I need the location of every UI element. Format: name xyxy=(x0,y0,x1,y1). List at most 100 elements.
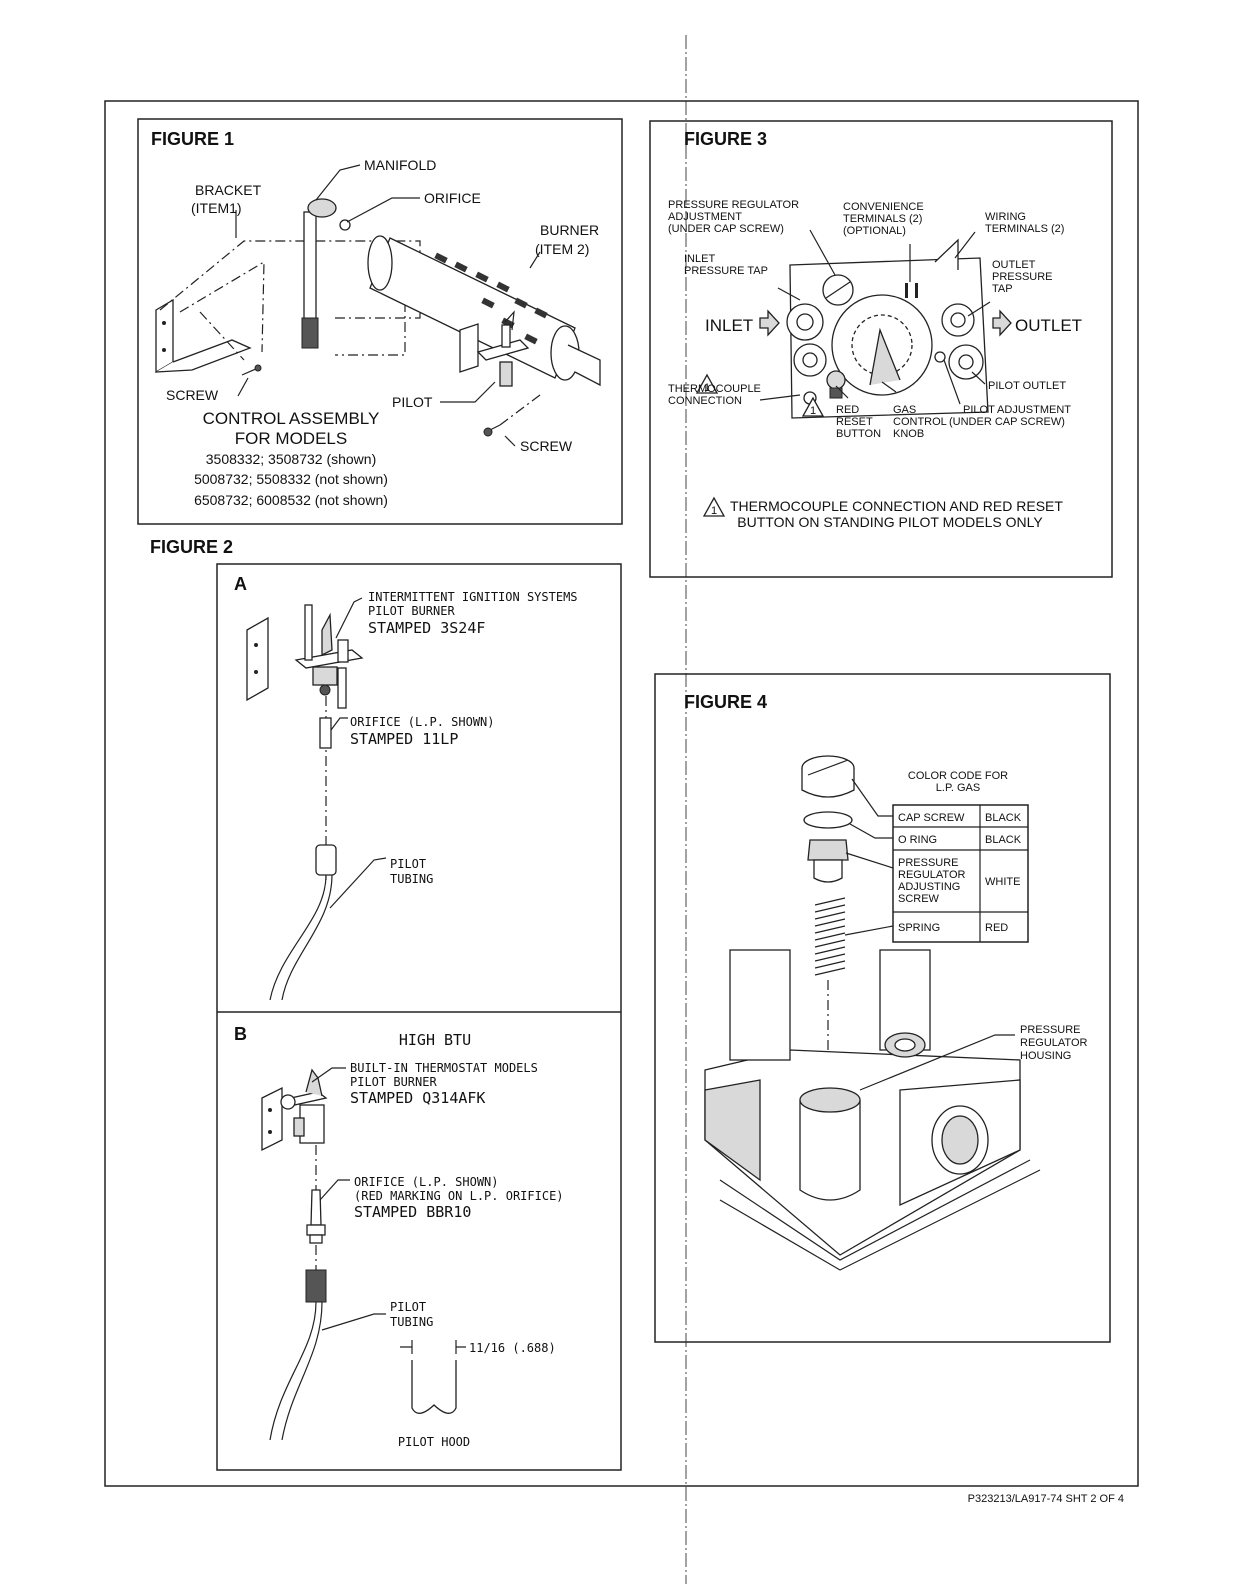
pilot-hood-drawing xyxy=(400,1340,466,1414)
pilot-label: PILOT xyxy=(392,394,433,410)
inlet-label: INLET xyxy=(705,316,753,335)
bracket-label: BRACKET xyxy=(195,182,262,198)
outlet-label: OUTLET xyxy=(1015,316,1082,335)
table-row: O RING BLACK xyxy=(898,834,1022,846)
figure-1-frame xyxy=(137,118,623,525)
pilot-burner-b-label: BUILT-IN THERMOSTAT MODELS xyxy=(350,1061,538,1075)
table-title: COLOR CODE FOR xyxy=(908,770,1008,782)
figure-1-caption: CONTROL ASSEMBLY FOR MODELS 3508332; 350… xyxy=(194,409,388,508)
pilot-burner-a-drawing xyxy=(246,604,364,709)
pilot-burner-b-drawing xyxy=(261,1068,328,1152)
svg-text:1: 1 xyxy=(711,505,717,517)
caption-line: 5008732; 5508332 (not shown) xyxy=(194,471,388,487)
sheet-frame xyxy=(104,100,1139,1487)
tubing-b-label: TUBING xyxy=(390,1315,433,1329)
regulator-parts-drawing xyxy=(801,755,855,976)
bracket-item-label: (ITEM1) xyxy=(191,200,242,216)
figure-2-frame xyxy=(216,563,622,1471)
table-cell-part: CAP SCREW xyxy=(898,812,965,824)
orifice-a-label: ORIFICE (L.P. SHOWN) xyxy=(350,715,495,729)
pressure-regulator-label: ADJUSTMENT xyxy=(668,211,742,223)
table-cell-color: BLACK xyxy=(985,812,1022,824)
burner-item-label: (ITEM 2) xyxy=(535,241,589,257)
tubing-a-label: TUBING xyxy=(390,872,433,886)
panel-b: B HIGH BTU xyxy=(234,1024,564,1449)
pilot-burner-a-label: PILOT BURNER xyxy=(368,604,455,618)
pilot-drawing xyxy=(459,310,530,387)
gas-control-label: KNOB xyxy=(893,428,924,440)
note-triangle-icon: 1 xyxy=(702,496,726,517)
table-cell-part: O RING xyxy=(898,834,937,846)
outlet-tap-label: OUTLET xyxy=(992,259,1036,271)
pilot-outlet-label: PILOT OUTLET xyxy=(988,380,1066,392)
note-triangle-icon: 1 xyxy=(695,373,719,394)
figure-4: FIGURE 4 xyxy=(654,673,1111,1343)
housing-label: HOUSING xyxy=(1020,1050,1071,1062)
pressure-regulator-label: (UNDER CAP SCREW) xyxy=(668,223,784,235)
burner-label: BURNER xyxy=(540,222,599,238)
caption-line: 6508732; 6008532 (not shown) xyxy=(194,492,388,508)
table-cell-part: SPRING xyxy=(898,922,940,934)
orifice-b-stamp: STAMPED BBR10 xyxy=(354,1203,471,1221)
figure-3-frame xyxy=(649,120,1113,578)
outlet-tap-label: TAP xyxy=(992,283,1013,295)
panel-b-heading: HIGH BTU xyxy=(399,1031,471,1049)
tubing-b-drawing xyxy=(269,1269,327,1441)
housing-label: REGULATOR xyxy=(1020,1037,1087,1049)
thermocouple-label: THERMOCOUPLE xyxy=(668,383,761,395)
panel-b-letter: B xyxy=(234,1024,247,1044)
pilot-burner-a-stamp: STAMPED 3S24F xyxy=(368,619,485,637)
table-cell-part: SCREW xyxy=(898,893,940,905)
color-code-table: COLOR CODE FOR L.P. GAS CAP SCREW BLACK … xyxy=(892,770,1029,943)
tubing-b-label: PILOT xyxy=(390,1300,426,1314)
inlet-arrow xyxy=(759,309,780,337)
wiring-terminals-label: WIRING xyxy=(985,211,1026,223)
orifice-b-label: ORIFICE (L.P. SHOWN) xyxy=(354,1175,499,1189)
figure-1: FIGURE 1 xyxy=(137,118,623,525)
tubing-a-label: PILOT xyxy=(390,857,426,871)
caption-line: FOR MODELS xyxy=(235,429,347,448)
screw-right-label: SCREW xyxy=(520,438,573,454)
caption-line: CONTROL ASSEMBLY xyxy=(203,409,380,428)
valve-body-drawing xyxy=(704,949,1041,1271)
orifice-a-drawing xyxy=(319,717,332,749)
orifice-b-label: (RED MARKING ON L.P. ORIFICE) xyxy=(354,1189,564,1203)
table-cell-color: RED xyxy=(985,922,1008,934)
manifold-drawing xyxy=(301,198,351,349)
figure-3-title: FIGURE 3 xyxy=(684,129,767,149)
panel-a-letter: A xyxy=(234,574,247,594)
figure-4-title: FIGURE 4 xyxy=(684,692,767,712)
pilot-adjustment-label: (UNDER CAP SCREW) xyxy=(949,416,1065,428)
pilot-burner-b-label: PILOT BURNER xyxy=(350,1075,437,1089)
burner-drawing xyxy=(367,235,601,387)
svg-text:1: 1 xyxy=(810,405,816,417)
screw-drawings xyxy=(199,311,541,437)
gas-control-label: GAS xyxy=(893,404,916,416)
caption-line: 3508332; 3508732 (shown) xyxy=(206,451,376,467)
gas-valve-drawing xyxy=(786,238,989,419)
figure-3-note: BUTTON ON STANDING PILOT MODELS ONLY xyxy=(737,514,1043,530)
panel-a: A INTE xyxy=(234,574,578,1001)
thermocouple-label: CONNECTION xyxy=(668,395,742,407)
gas-control-label: CONTROL xyxy=(893,416,947,428)
dimension-label: 11/16 (.688) xyxy=(469,1341,556,1355)
svg-text:1: 1 xyxy=(704,382,710,394)
outlet-arrow xyxy=(992,309,1012,337)
orifice-a-stamp: STAMPED 11LP xyxy=(350,730,458,748)
figure-3: FIGURE 3 xyxy=(649,120,1113,578)
housing-label: PRESSURE xyxy=(1020,1024,1081,1036)
convenience-terminals-label: TERMINALS (2) xyxy=(843,213,922,225)
orifice-b-drawing xyxy=(306,1189,326,1244)
note-triangle-icon: 1 xyxy=(801,396,825,417)
red-reset-label: BUTTON xyxy=(836,428,881,440)
sheet-footer: P323213/LA917-74 SHT 2 OF 4 xyxy=(968,1493,1124,1505)
wiring-terminals-label: TERMINALS (2) xyxy=(985,223,1064,235)
manifold-label: MANIFOLD xyxy=(364,157,436,173)
pilot-burner-b-stamp: STAMPED Q314AFK xyxy=(350,1089,485,1107)
figure-1-title: FIGURE 1 xyxy=(151,129,234,149)
pilot-adjustment-label: PILOT ADJUSTMENT xyxy=(963,404,1071,416)
table-cell-color: BLACK xyxy=(985,834,1022,846)
table-row: SPRING RED xyxy=(898,922,1008,934)
tubing-a-drawing xyxy=(269,844,337,1001)
